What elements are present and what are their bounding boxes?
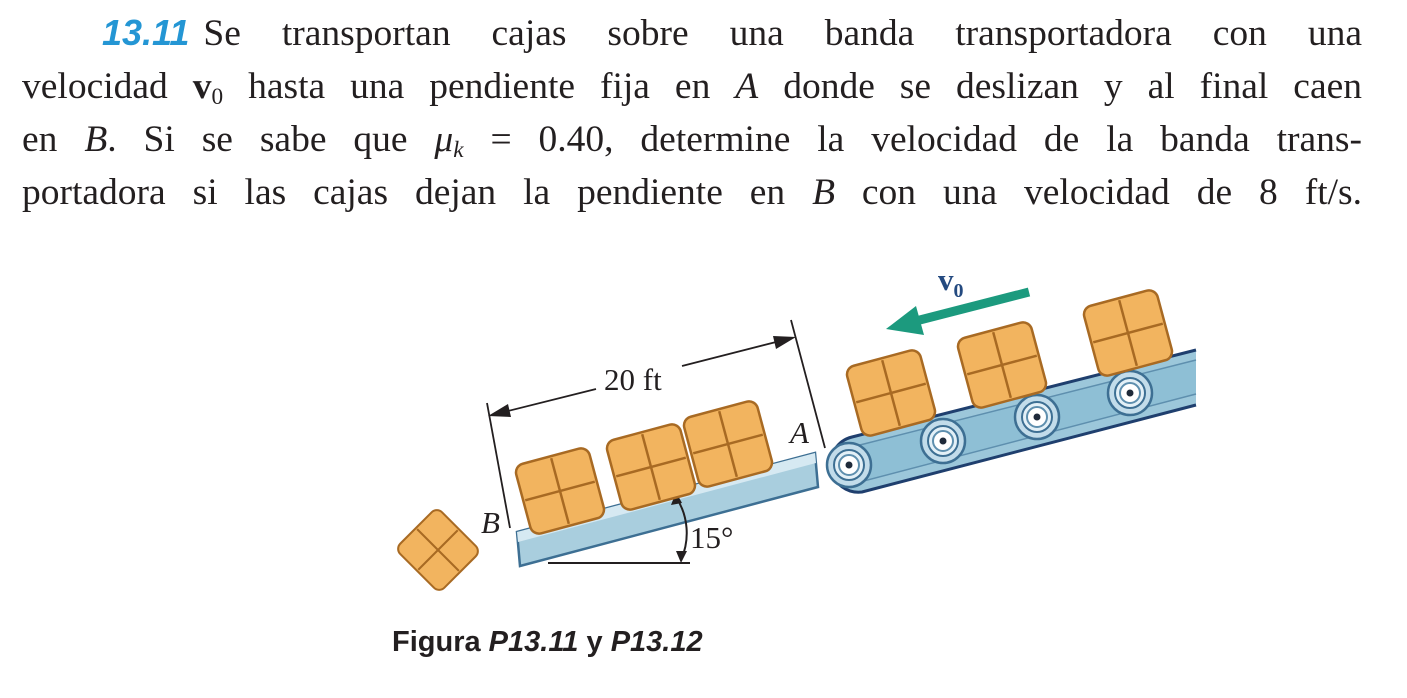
length-dimension <box>486 319 826 529</box>
roller <box>1013 393 1061 441</box>
velocity-label: v0 <box>938 262 964 302</box>
point-a-label: A <box>788 415 810 450</box>
roller <box>825 441 873 489</box>
point-b-label: B <box>481 505 500 540</box>
problem-number: 13.11 <box>102 12 190 53</box>
problem-line-2: velocidad v0 hasta una pendiente fija en… <box>22 66 1362 110</box>
angle-label: 15° <box>690 520 733 555</box>
problem-line-4: portadora si las cajas dejan la pendient… <box>22 172 1363 213</box>
figure-caption: Figura P13.11 y P13.12 <box>392 626 703 658</box>
length-label: 20 ft <box>604 362 662 397</box>
roller <box>919 417 967 465</box>
problem-line-3: en B. Si se sabe que μk = 0.40, determin… <box>22 119 1362 163</box>
velocity-arrow <box>886 287 1031 335</box>
roller <box>1106 369 1154 417</box>
falling-box <box>394 506 482 594</box>
